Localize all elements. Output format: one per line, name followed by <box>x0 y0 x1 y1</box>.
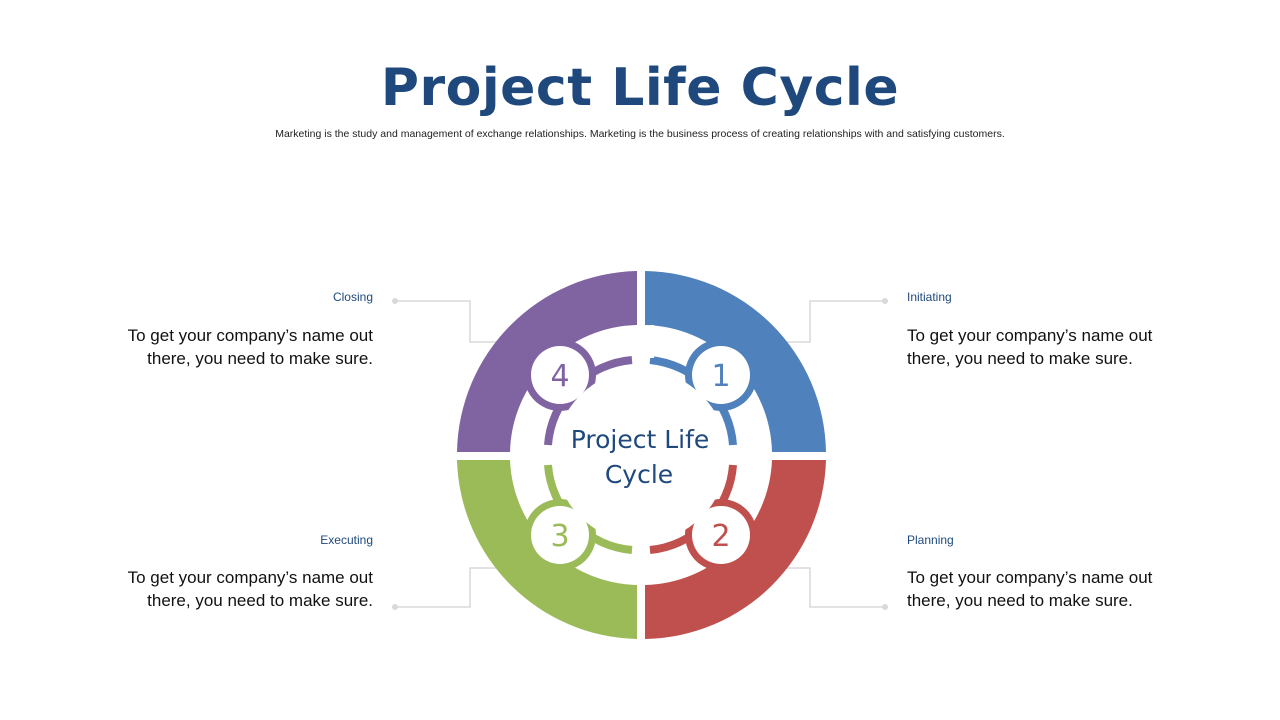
stage-label-initiating: Initiating <box>907 290 952 304</box>
stage-number-3: 3 <box>550 519 569 554</box>
stage-label-executing: Executing <box>320 533 373 547</box>
stage-label-closing: Closing <box>332 290 373 304</box>
stage-text-executing: To get your company’s name out there, yo… <box>127 568 373 610</box>
stage-text-planning: To get your company’s name out there, yo… <box>907 568 1153 610</box>
page-subtitle: Marketing is the study and management of… <box>275 128 1005 140</box>
stage-number-1: 1 <box>711 359 730 394</box>
stage-label-planning: Planning <box>907 533 954 547</box>
segment-closing: 4 <box>457 271 637 452</box>
stage-number-4: 4 <box>550 359 569 394</box>
segment-executing: 3 <box>457 460 637 639</box>
connector-closing <box>395 300 520 343</box>
center-title-line1: Project Life <box>571 425 710 454</box>
stage-number-2: 2 <box>711 519 730 554</box>
segment-planning: 2 <box>645 460 826 639</box>
page-title: Project Life Cycle <box>380 58 900 118</box>
center-title-line2: Cycle <box>605 460 673 489</box>
segment-initiating: 1 <box>645 271 826 452</box>
connector-executing <box>395 567 520 608</box>
stage-text-initiating: To get your company’s name out there, yo… <box>907 326 1153 368</box>
stage-text-closing: To get your company’s name out there, yo… <box>127 326 373 368</box>
